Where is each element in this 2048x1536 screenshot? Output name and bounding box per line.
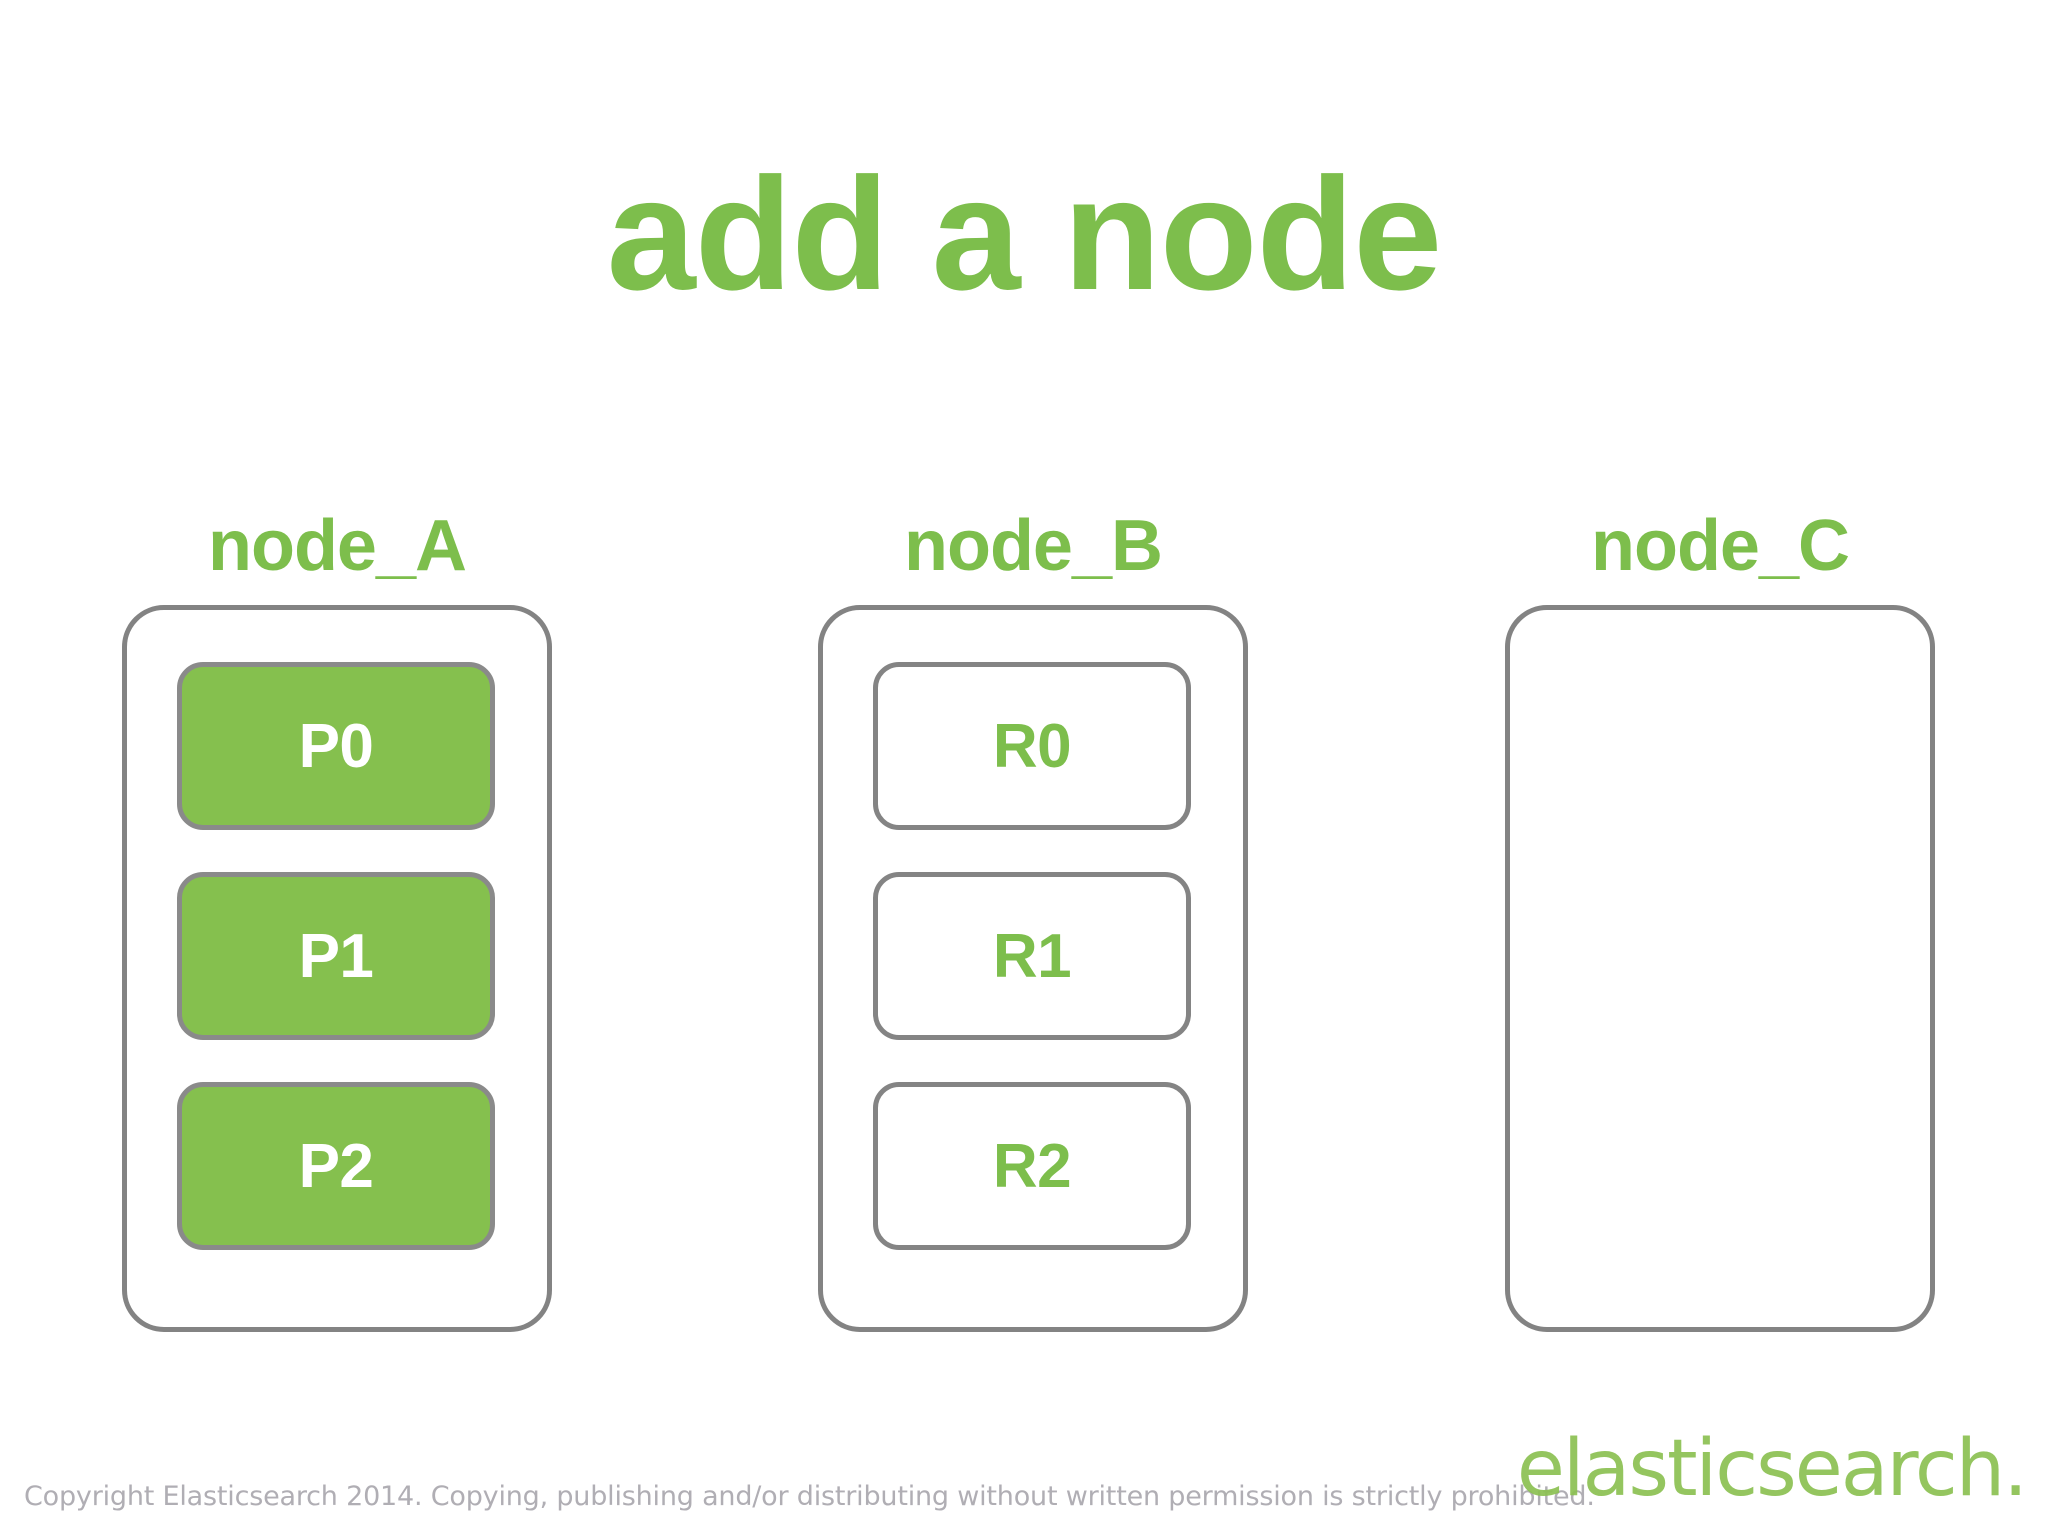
node-label-b: node_B: [903, 506, 1163, 586]
cluster-nodes-row: node_A P0 P1 P2 node_B R0 R1 R2: [0, 510, 2048, 1350]
copyright-notice: Copyright Elasticsearch 2014. Copying, p…: [24, 1481, 1595, 1512]
shard-r1[interactable]: R1: [873, 872, 1191, 1040]
page-title: add a node: [606, 144, 1443, 323]
shard-list-b: R0 R1 R2: [873, 662, 1191, 1285]
shard-p2[interactable]: P2: [177, 1082, 495, 1250]
shard-p0[interactable]: P0: [177, 662, 495, 830]
shard-p1[interactable]: P1: [177, 872, 495, 1040]
elasticsearch-logo: elasticsearch.: [1516, 1424, 2028, 1514]
shard-r2[interactable]: R2: [873, 1082, 1191, 1250]
node-container-a[interactable]: P0 P1 P2: [122, 605, 552, 1332]
node-container-b[interactable]: R0 R1 R2: [818, 605, 1248, 1332]
node-label-c: node_C: [1590, 506, 1850, 586]
node-column-c: node_C: [1505, 510, 1935, 1332]
shard-list-a: P0 P1 P2: [177, 662, 495, 1285]
node-column-b: node_B R0 R1 R2: [818, 510, 1248, 1332]
node-column-a: node_A P0 P1 P2: [122, 510, 552, 1332]
node-label-a: node_A: [207, 506, 467, 586]
node-container-c[interactable]: [1505, 605, 1935, 1332]
shard-r0[interactable]: R0: [873, 662, 1191, 830]
